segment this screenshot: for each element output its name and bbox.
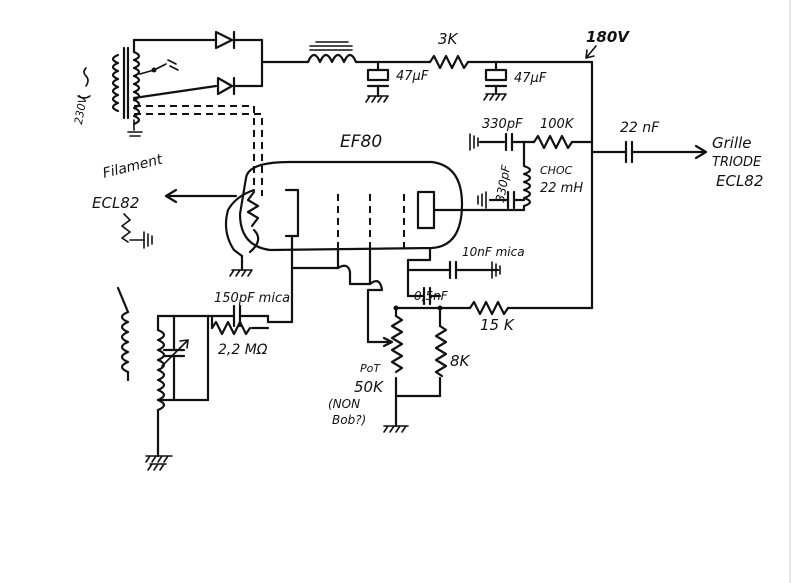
grid-res-label: 2,2 MΩ [218, 342, 268, 358]
mains-transformer [77, 46, 141, 126]
tank-coil [145, 314, 210, 463]
pot-note-1: (NON [328, 397, 360, 411]
grille-triode-label: TRIODE [712, 155, 762, 170]
anode-choke [432, 148, 532, 212]
variable-capacitor [161, 314, 189, 402]
cap-330pf-top-label: 330pF [482, 117, 523, 132]
grille-label: Grille [712, 134, 752, 152]
coupling-cap-22nf [590, 140, 708, 164]
pot-50k [366, 306, 409, 433]
res-15k [394, 298, 594, 316]
transformer-voltage-label: 230V [72, 94, 90, 126]
filament-label: Filament [101, 151, 165, 181]
filter-cap-2 [483, 60, 508, 101]
pot-value-label: 50K [354, 378, 384, 396]
filter-cap-2-label: 47µF [514, 71, 547, 86]
g2-feed [366, 280, 384, 344]
filament-resistor-ground [121, 213, 153, 249]
ef80-tube-envelope [238, 160, 464, 252]
choke-value-label: 22 mH [540, 181, 583, 196]
grid-cap-label: 150pF mica [214, 291, 290, 306]
cap-330pf-top [469, 132, 526, 152]
heater-lead-1 [224, 188, 256, 258]
antenna-coil [116, 286, 130, 382]
filament-wiring-dashed [127, 105, 263, 196]
cap-05nf [406, 286, 442, 306]
mica-cap-label: 10nF mica [462, 245, 525, 259]
res-15k-label: 15 K [480, 316, 515, 334]
res-8k-label: 8K [450, 352, 471, 370]
filter-cap-1 [365, 60, 390, 103]
filter-cap-1-label: 47µF [396, 69, 429, 84]
filter-choke [260, 41, 358, 64]
rectifier-diodes [132, 30, 264, 100]
g3-wire [290, 248, 340, 270]
res-100k [522, 134, 594, 150]
cap-05nf-label: 0,5nF [414, 289, 449, 303]
bplus-arrow [585, 45, 597, 59]
cap-330pf-mid [477, 190, 526, 210]
heater-lead-2 [248, 228, 260, 254]
tube-label: EF80 [340, 132, 382, 152]
filament-tube-label: ECL82 [92, 194, 139, 212]
ground-symbol [147, 463, 167, 471]
bplus-voltage-label: 180V [586, 28, 630, 46]
tube-ground [229, 254, 253, 277]
cap-330pf-mid-label: 330pF [493, 163, 513, 203]
mica-cap-10nf [406, 260, 501, 280]
coupling-cap-label: 22 nF [620, 120, 660, 136]
filter-resistor-label: 3K [438, 30, 459, 48]
res-100k-label: 100K [540, 117, 575, 132]
anode-bottom-wire [406, 246, 432, 298]
filter-resistor-3k [428, 54, 470, 70]
res-8k [394, 306, 448, 398]
grille-tube-label: ECL82 [716, 172, 763, 190]
filament-arrow [164, 188, 178, 204]
pot-label: PoT [360, 362, 381, 375]
g2-wire [336, 248, 372, 286]
pot-note-2: Bob?) [332, 413, 366, 427]
choke-label: CHOC [540, 164, 573, 177]
grid-res-2m2 [210, 314, 270, 336]
